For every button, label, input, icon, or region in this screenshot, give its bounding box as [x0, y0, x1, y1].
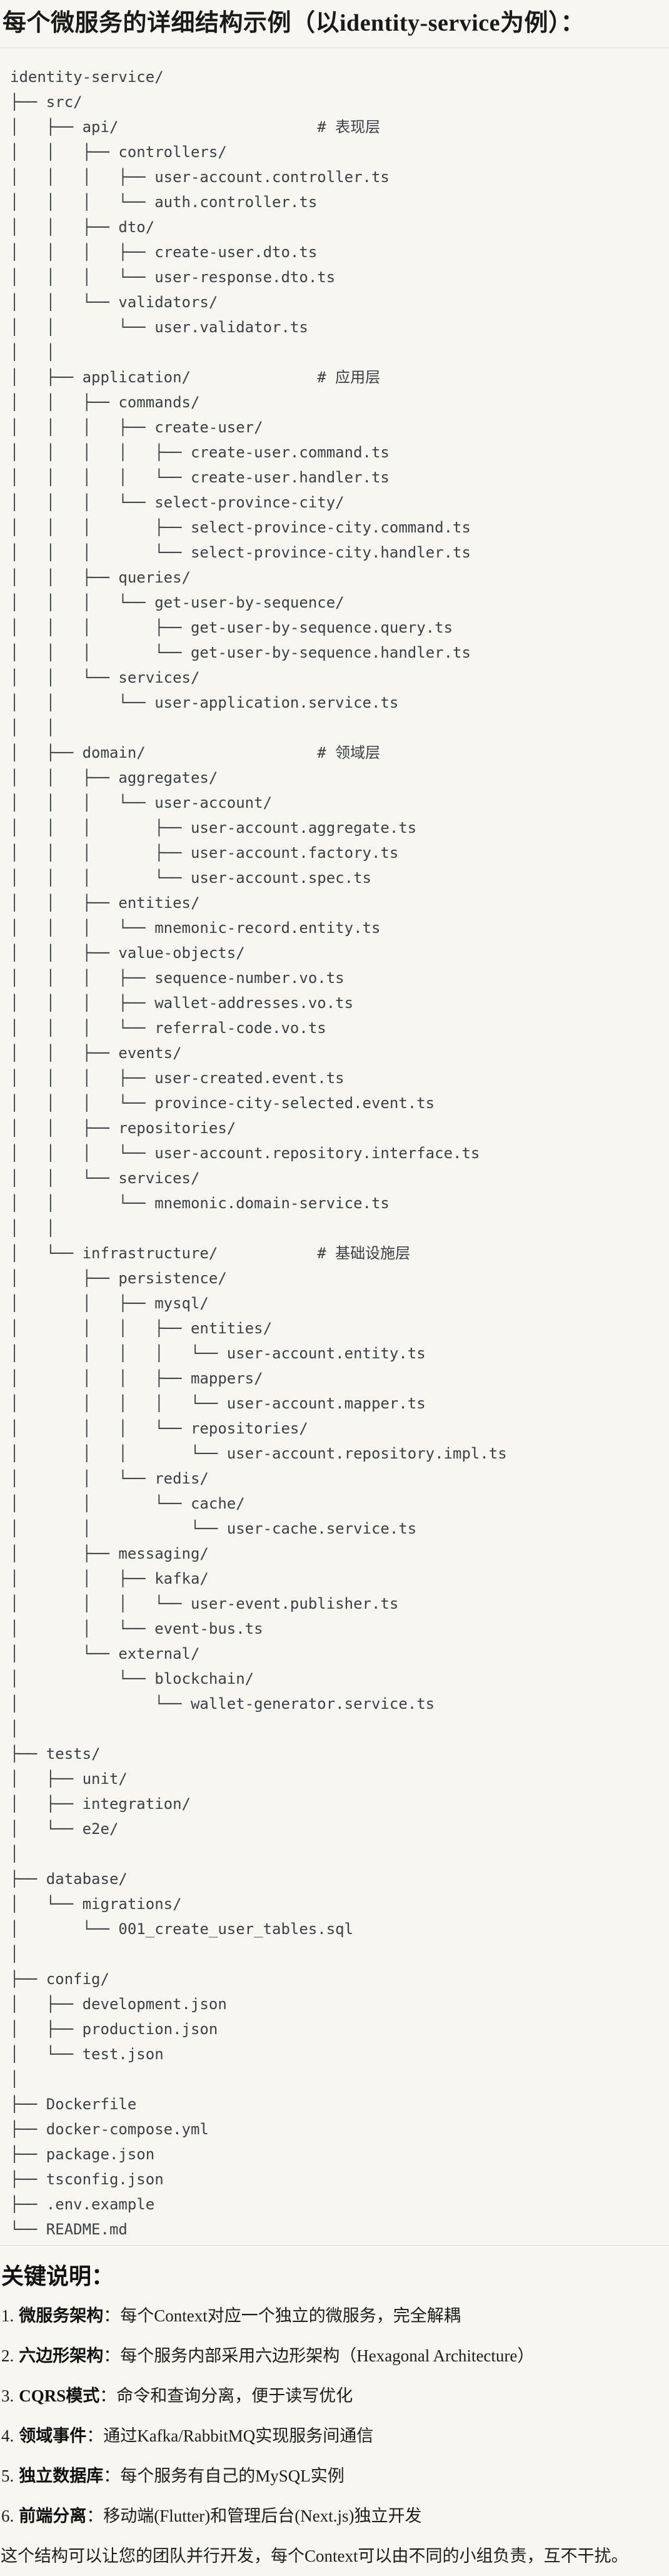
note-item: 6. 前端分离：移动端(Flutter)和管理后台(Next.js)独立开发 [1, 2503, 669, 2528]
note-item: 5. 独立数据库：每个服务有自己的MySQL实例 [1, 2463, 669, 2488]
note-number: 3. [1, 2386, 14, 2405]
note-number: 4. [1, 2426, 14, 2445]
note-term: CQRS模式 [19, 2386, 100, 2405]
note-desc: ：每个服务有自己的MySQL实例 [103, 2467, 345, 2485]
notes-heading: 关键说明： [1, 2264, 114, 2289]
document-page: 每个微服务的详细结构示例（以identity-service为例）： ident… [0, 8, 669, 2576]
note-desc: ：通过Kafka/RabbitMQ实现服务间通信 [86, 2426, 374, 2445]
note-item: 2. 六边形架构：每个服务内部采用六边形架构（Hexagonal Architec… [1, 2343, 669, 2368]
note-term: 领域事件 [19, 2426, 87, 2445]
note-number: 6. [1, 2507, 14, 2525]
note-number: 5. [1, 2467, 14, 2485]
note-desc: ：命令和查询分离，便于读写优化 [99, 2386, 353, 2405]
directory-tree: identity-service/ ├── src/ │ ├── api/ # … [10, 68, 507, 2238]
note-term: 六边形架构 [19, 2346, 104, 2365]
note-number: 2. [1, 2346, 14, 2365]
page-title: 每个微服务的详细结构示例（以identity-service为例）： [3, 10, 585, 36]
closing-paragraph: 这个结构可以让您的团队并行开发，每个Context可以由不同的小组负责，互不干扰… [1, 2547, 628, 2565]
note-desc: ：移动端(Flutter)和管理后台(Next.js)独立开发 [86, 2507, 422, 2525]
note-term: 前端分离 [19, 2507, 87, 2525]
note-desc: ：每个Context对应一个独立的微服务，完全解耦 [103, 2306, 461, 2325]
note-number: 1. [1, 2306, 14, 2325]
note-term: 微服务架构 [19, 2306, 104, 2325]
note-item: 1. 微服务架构：每个Context对应一个独立的微服务，完全解耦 [1, 2303, 669, 2328]
note-item: 3. CQRS模式：命令和查询分离，便于读写优化 [1, 2383, 669, 2408]
note-term: 独立数据库 [19, 2467, 104, 2485]
note-desc: ：每个服务内部采用六边形架构（Hexagonal Architecture） [103, 2346, 535, 2365]
note-item: 4. 领域事件：通过Kafka/RabbitMQ实现服务间通信 [1, 2423, 669, 2448]
code-block: identity-service/ ├── src/ │ ├── api/ # … [0, 48, 669, 2246]
